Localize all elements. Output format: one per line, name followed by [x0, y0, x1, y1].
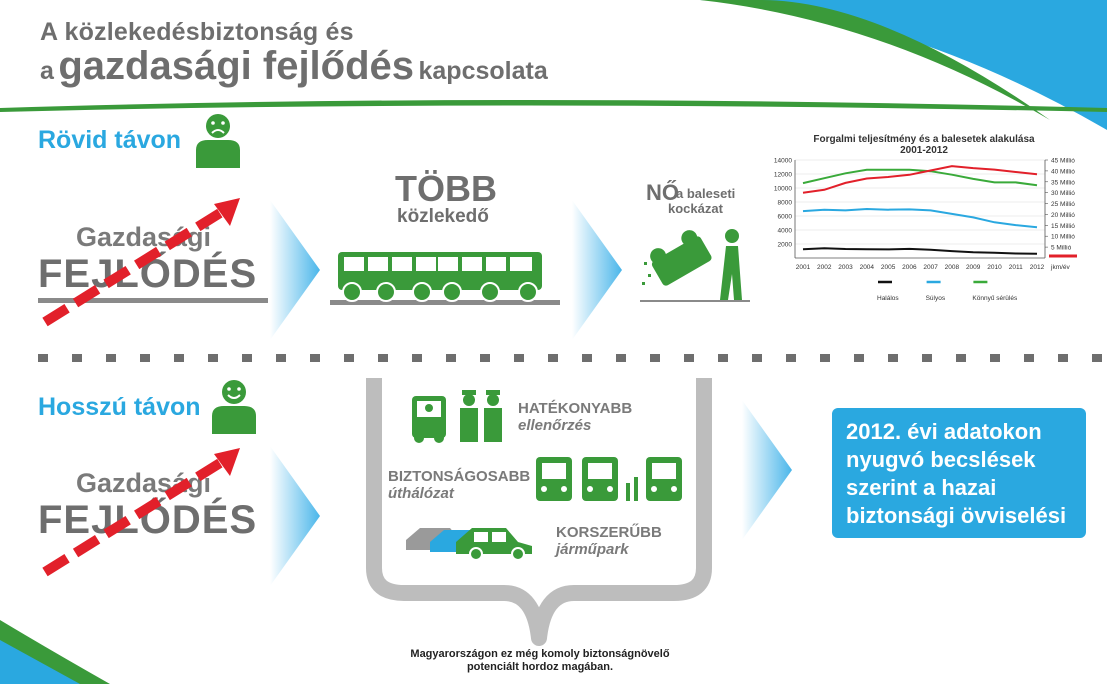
chart-right-tick: 5 Millió	[1051, 245, 1072, 252]
chart-left-tick: 14000	[774, 158, 792, 165]
chart-x-tick: 2005	[881, 264, 896, 271]
chart-x-tick: 2002	[817, 264, 832, 271]
safer-road-icon	[536, 457, 682, 501]
car-crash-icon	[640, 229, 750, 302]
chart-series-line	[802, 165, 1038, 194]
result-line-4: biztonsági övviselési	[846, 503, 1067, 528]
bottom-note-line1: Magyarországon ez még komoly biztonságnö…	[410, 648, 670, 660]
traffic-label: közlekedő	[397, 206, 489, 227]
chart-right-tick: 30 Millió	[1051, 190, 1075, 197]
item-2-title: BIZTONSÁGOSABB	[388, 468, 531, 485]
result-line-3: szerint a hazai	[846, 475, 997, 500]
process-chevron-4	[742, 400, 792, 540]
bottom-note-line2: potenciált hordoz magában.	[466, 661, 614, 673]
accident-risk-line2: kockázat	[668, 201, 723, 216]
title-emphasis: gazdasági fejlődés	[58, 44, 415, 88]
more-label: TÖBB	[395, 168, 497, 209]
corner-decoration-bottom	[0, 620, 110, 684]
chart-left-tick: 10000	[774, 186, 792, 193]
chart-x-tick: 2010	[987, 264, 1002, 271]
result-line-2: nyugvó becslések	[846, 447, 1036, 472]
chart-title-line1: Forgalmi teljesítmény és a balesetek ala…	[813, 134, 1035, 145]
process-chevron-1	[270, 200, 320, 340]
item-2-sub: úthálózat	[388, 485, 454, 502]
chart-left-tick: 8000	[778, 200, 793, 207]
section-divider	[38, 354, 1107, 362]
short-term-label: Rövid távon	[38, 126, 182, 154]
chart-x-tick: 2008	[945, 264, 960, 271]
item-3-title: KORSZERŰBB	[556, 524, 662, 541]
sad-person-icon	[196, 114, 240, 168]
item-3-sub: járműpark	[556, 541, 629, 558]
chart-left-tick: 12000	[774, 172, 792, 179]
chart-x-tick: 2009	[966, 264, 981, 271]
chart-series-line	[802, 168, 1038, 187]
item-1-title: HATÉKONYABB	[518, 400, 633, 417]
chart-legend-label: Súlyos	[926, 295, 946, 302]
chart-title-line2: 2001-2012	[900, 145, 948, 156]
title-word-kapcsolata: kapcsolata	[418, 57, 548, 85]
chart-legend-label: Halálos	[877, 295, 899, 302]
police-control-icon	[412, 390, 502, 443]
chart-series-line	[802, 247, 1038, 255]
happy-person-icon	[212, 380, 256, 434]
increase-label: NŐ	[646, 180, 679, 205]
chart-left-tick: 4000	[778, 228, 793, 235]
item-1-sub: ellenőrzés	[518, 417, 592, 434]
traffic-accidents-chart: 2000 4000 6000 8000 10000 12000 14000 5 Millió 1…	[774, 158, 1077, 302]
title-word-a: a	[40, 57, 54, 85]
curly-bracket	[366, 378, 712, 646]
result-box: 2012. évi adatokon nyugvó becslések szer…	[832, 408, 1086, 538]
chart-left-tick: 6000	[778, 214, 793, 221]
chart-x-tick: 2012	[1030, 264, 1045, 271]
chart-right-tick: 35 Millió	[1051, 179, 1075, 186]
bottom-note: Magyarországon ez még komoly biztonságnö…	[360, 648, 720, 674]
growth-arrow-short	[38, 198, 268, 327]
chart-x-tick: 2004	[860, 264, 875, 271]
chart-left-tick: 2000	[778, 242, 793, 249]
result-line-1: 2012. évi adatokon	[846, 419, 1042, 444]
corner-decoration-top	[0, 0, 1107, 130]
title-line-2: a gazdasági fejlődés kapcsolata	[40, 44, 548, 89]
chart-x-tick: 2003	[838, 264, 853, 271]
process-chevron-3	[270, 446, 320, 586]
growth-arrow-long	[42, 448, 240, 577]
chart-right-tick: 20 Millió	[1051, 212, 1075, 219]
long-term-label: Hosszú távon	[38, 393, 201, 421]
chart-x-tick: 2007	[923, 264, 938, 271]
chart-right-tick: 10 Millió	[1051, 234, 1075, 241]
chart-x-tick: 2006	[902, 264, 917, 271]
chart-legend-label: Könnyű sérülés	[972, 295, 1018, 302]
traffic-cars-icon	[330, 252, 560, 305]
chart-right-tick: 45 Millió	[1051, 158, 1075, 165]
accident-risk-line1: a baleseti	[676, 186, 736, 201]
process-chevron-2	[572, 200, 622, 340]
modern-fleet-icon	[406, 528, 532, 560]
chart-right-tick: 15 Millió	[1051, 223, 1075, 230]
chart-right-tick: 40 Millió	[1051, 168, 1075, 175]
chart-series-line	[802, 207, 1038, 229]
chart-x-tick: 2001	[796, 264, 811, 271]
chart-right-tick: 25 Millió	[1051, 201, 1075, 208]
title-line-1: A közlekedésbiztonság és	[40, 18, 354, 46]
chart-right-unit: jkm/év	[1050, 264, 1071, 271]
chart-x-tick: 2011	[1009, 264, 1023, 271]
